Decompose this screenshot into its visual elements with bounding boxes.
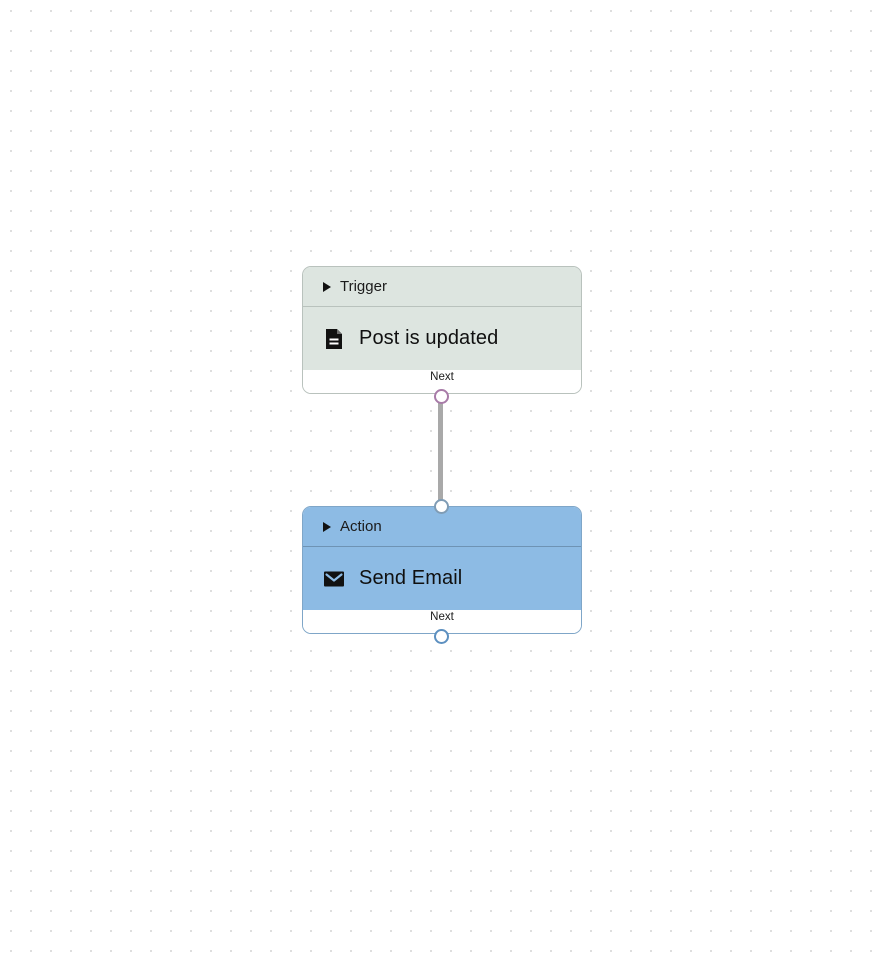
workflow-node-trigger[interactable]: Trigger Post is updated Next: [302, 266, 582, 394]
trigger-output-port[interactable]: [434, 389, 449, 404]
trigger-next-label: Next: [430, 371, 454, 383]
edge-trigger-to-action[interactable]: [438, 396, 443, 508]
trigger-node-title: Post is updated: [359, 327, 499, 349]
trigger-node-body[interactable]: Post is updated: [303, 307, 581, 370]
action-node-title: Send Email: [359, 567, 463, 589]
chevron-right-icon[interactable]: [323, 281, 331, 292]
action-node-body[interactable]: Send Email: [303, 547, 581, 610]
document-icon: [326, 328, 342, 349]
envelope-icon: [324, 571, 344, 586]
workflow-node-action[interactable]: Action Send Email Next: [302, 506, 582, 634]
action-input-port[interactable]: [434, 499, 449, 514]
action-header-label: Action: [340, 518, 382, 535]
action-output-port[interactable]: [434, 629, 449, 644]
trigger-node-footer[interactable]: Next: [303, 370, 581, 393]
action-next-label: Next: [430, 611, 454, 623]
action-node-footer[interactable]: Next: [303, 610, 581, 633]
trigger-header-label: Trigger: [340, 278, 387, 295]
trigger-node-header[interactable]: Trigger: [303, 267, 581, 307]
chevron-right-icon[interactable]: [323, 521, 331, 532]
